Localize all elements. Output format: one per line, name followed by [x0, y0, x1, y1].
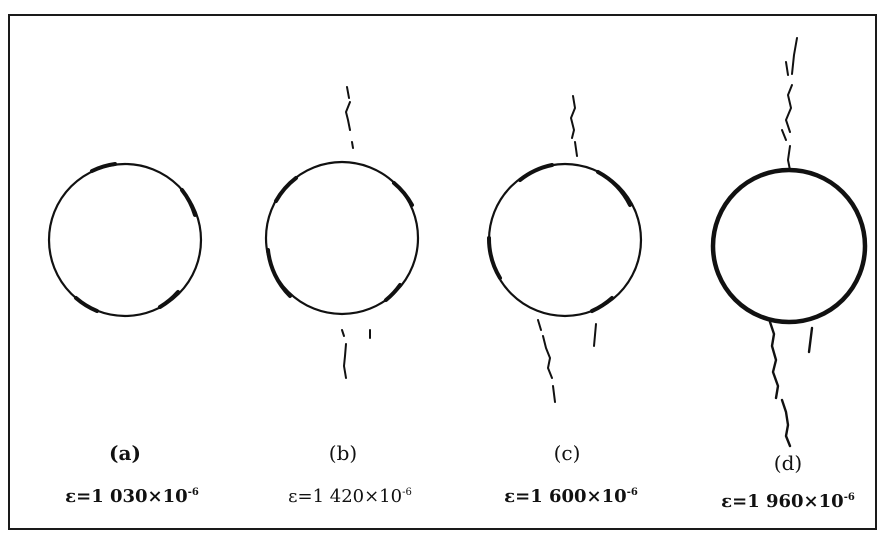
crack-b-1 [274, 176, 298, 203]
panel-b-specimen [264, 86, 420, 379]
crack-a-2 [180, 188, 197, 217]
crack-c-bot2 [593, 323, 597, 347]
crack-c-bot [537, 319, 556, 403]
panel-a-strain-exp: -6 [187, 487, 199, 498]
crack-d-bot2 [807, 326, 814, 354]
hole-b [264, 160, 420, 316]
crack-b-4 [384, 283, 402, 302]
panel-c-strain-value: ε=1 600×10 [504, 486, 627, 507]
panel-c-specimen [486, 95, 643, 403]
panel-a-specimen [47, 162, 203, 318]
panel-b-strain-value: ε=1 420×10 [288, 486, 403, 507]
panel-c-label: (c) [553, 441, 581, 465]
panel-a-label: (a) [109, 441, 141, 465]
hole-d [710, 167, 868, 325]
panel-b-strain-exp: -6 [402, 487, 412, 498]
crack-a-4 [158, 290, 180, 309]
crack-c-3 [596, 170, 632, 207]
panel-c-strain: ε=1 600×10-6 [476, 486, 666, 507]
panel-d-strain: ε=1 960×10-6 [693, 491, 883, 512]
panel-a-strain: ε=1 030×10-6 [37, 486, 227, 507]
crack-b-3 [392, 181, 414, 207]
panel-d-specimen [710, 37, 868, 448]
panel-b-strain: ε=1 420×10-6 [255, 486, 445, 507]
crack-c-4 [590, 296, 614, 313]
crack-d-top [781, 37, 798, 171]
panel-b-label: (b) [328, 441, 358, 465]
crack-d-bot [768, 320, 792, 448]
crack-a-1 [90, 162, 117, 173]
crack-c-2 [486, 236, 502, 280]
crack-c-1 [518, 163, 554, 182]
panel-d-strain-exp: -6 [843, 492, 855, 503]
crack-b-2 [266, 248, 292, 298]
panel-c-strain-exp: -6 [626, 487, 638, 498]
hole-a [47, 162, 203, 318]
panel-d-label: (d) [773, 451, 803, 475]
panel-a-strain-value: ε=1 030×10 [65, 486, 188, 507]
crack-b-bot [341, 329, 347, 379]
crack-c-top [570, 95, 578, 157]
crack-b-top [345, 86, 354, 149]
crack-a-3 [74, 296, 99, 313]
figure-frame [8, 14, 877, 530]
panel-d-strain-value: ε=1 960×10 [721, 491, 844, 512]
